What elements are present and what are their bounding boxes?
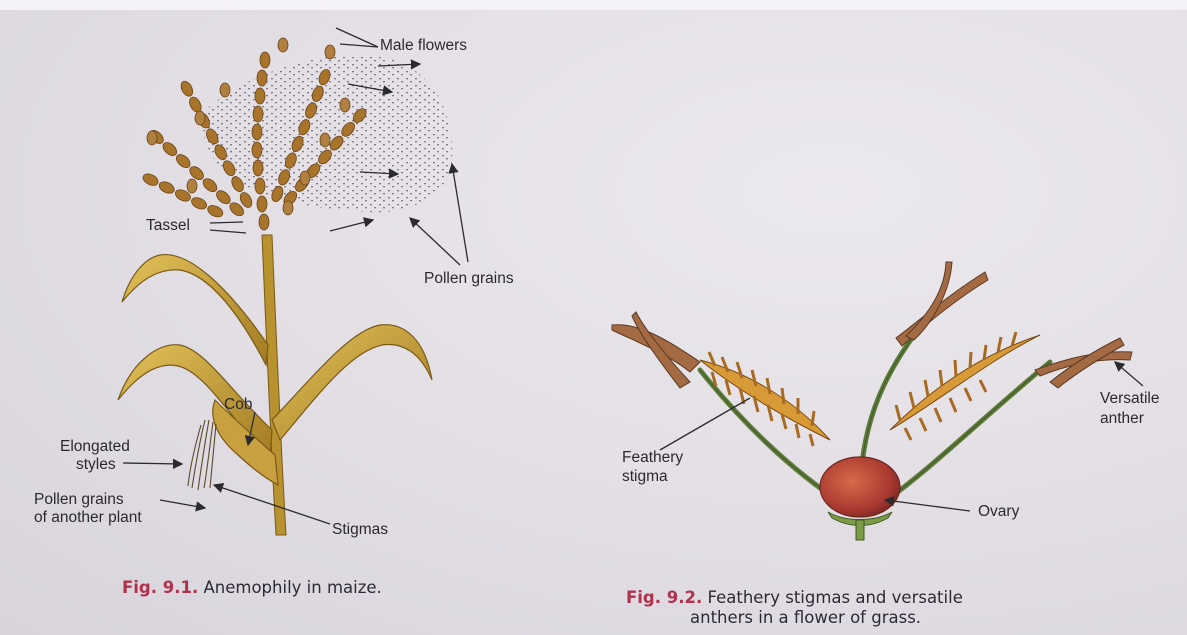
caption-fig-9-2-line2: anthers in a flower of grass. bbox=[690, 608, 921, 627]
label-male-flowers: Male flowers bbox=[380, 37, 467, 55]
label-tassel: Tassel bbox=[146, 217, 190, 235]
label-feathery-line2: stigma bbox=[622, 468, 668, 486]
caption-fig-9-2-line1: Fig. 9.2. Feathery stigmas and versatile bbox=[626, 588, 963, 607]
grass-flower-illustration bbox=[612, 262, 1132, 540]
label-stigmas: Stigmas bbox=[332, 521, 388, 539]
label-pollen-another-line1: Pollen grains bbox=[34, 491, 124, 509]
label-ovary: Ovary bbox=[978, 503, 1019, 521]
label-feathery-line1: Feathery bbox=[622, 449, 683, 467]
label-versatile-line2: anther bbox=[1100, 410, 1144, 428]
maize-stem bbox=[262, 235, 286, 535]
ovary-shape bbox=[820, 457, 900, 517]
caption-fig-9-1-text: Anemophily in maize. bbox=[198, 578, 382, 597]
caption-fig-9-1-number: Fig. 9.1. bbox=[122, 578, 198, 597]
label-versatile-line1: Versatile bbox=[1100, 390, 1159, 408]
label-pollen-grains: Pollen grains bbox=[424, 270, 514, 288]
caption-fig-9-2-number: Fig. 9.2. bbox=[626, 588, 702, 607]
caption-fig-9-2-text1: Feathery stigmas and versatile bbox=[702, 588, 963, 607]
caption-fig-9-1: Fig. 9.1. Anemophily in maize. bbox=[122, 578, 382, 597]
label-elongated-line1: Elongated bbox=[60, 438, 130, 456]
label-cob: Cob bbox=[224, 396, 252, 414]
label-elongated-line2: styles bbox=[76, 456, 116, 474]
label-pollen-another-line2: of another plant bbox=[34, 509, 142, 527]
